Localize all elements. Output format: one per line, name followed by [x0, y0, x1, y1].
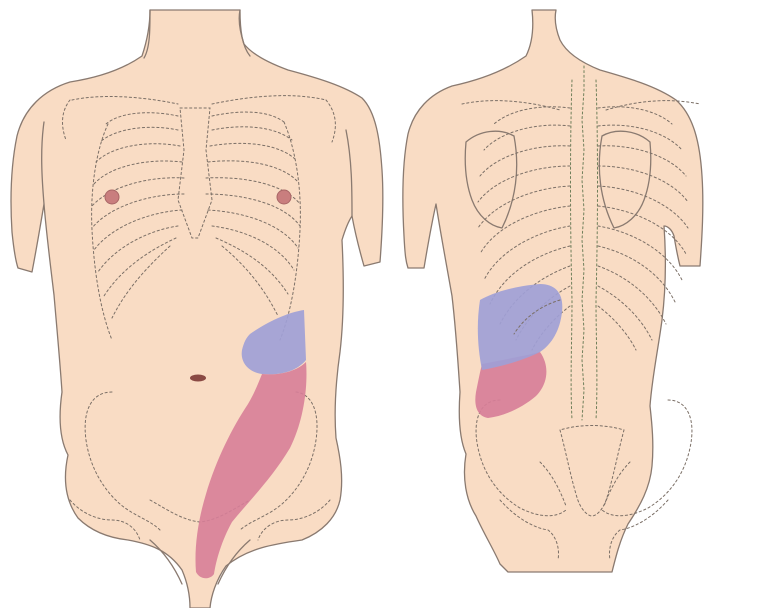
anterior-figure — [11, 10, 383, 608]
anterior-nipple-left — [105, 190, 119, 204]
anterior-navel — [190, 375, 206, 382]
anterior-body-silhouette — [11, 10, 383, 608]
anterior-nipple-right — [277, 190, 291, 204]
posterior-figure — [403, 10, 703, 572]
